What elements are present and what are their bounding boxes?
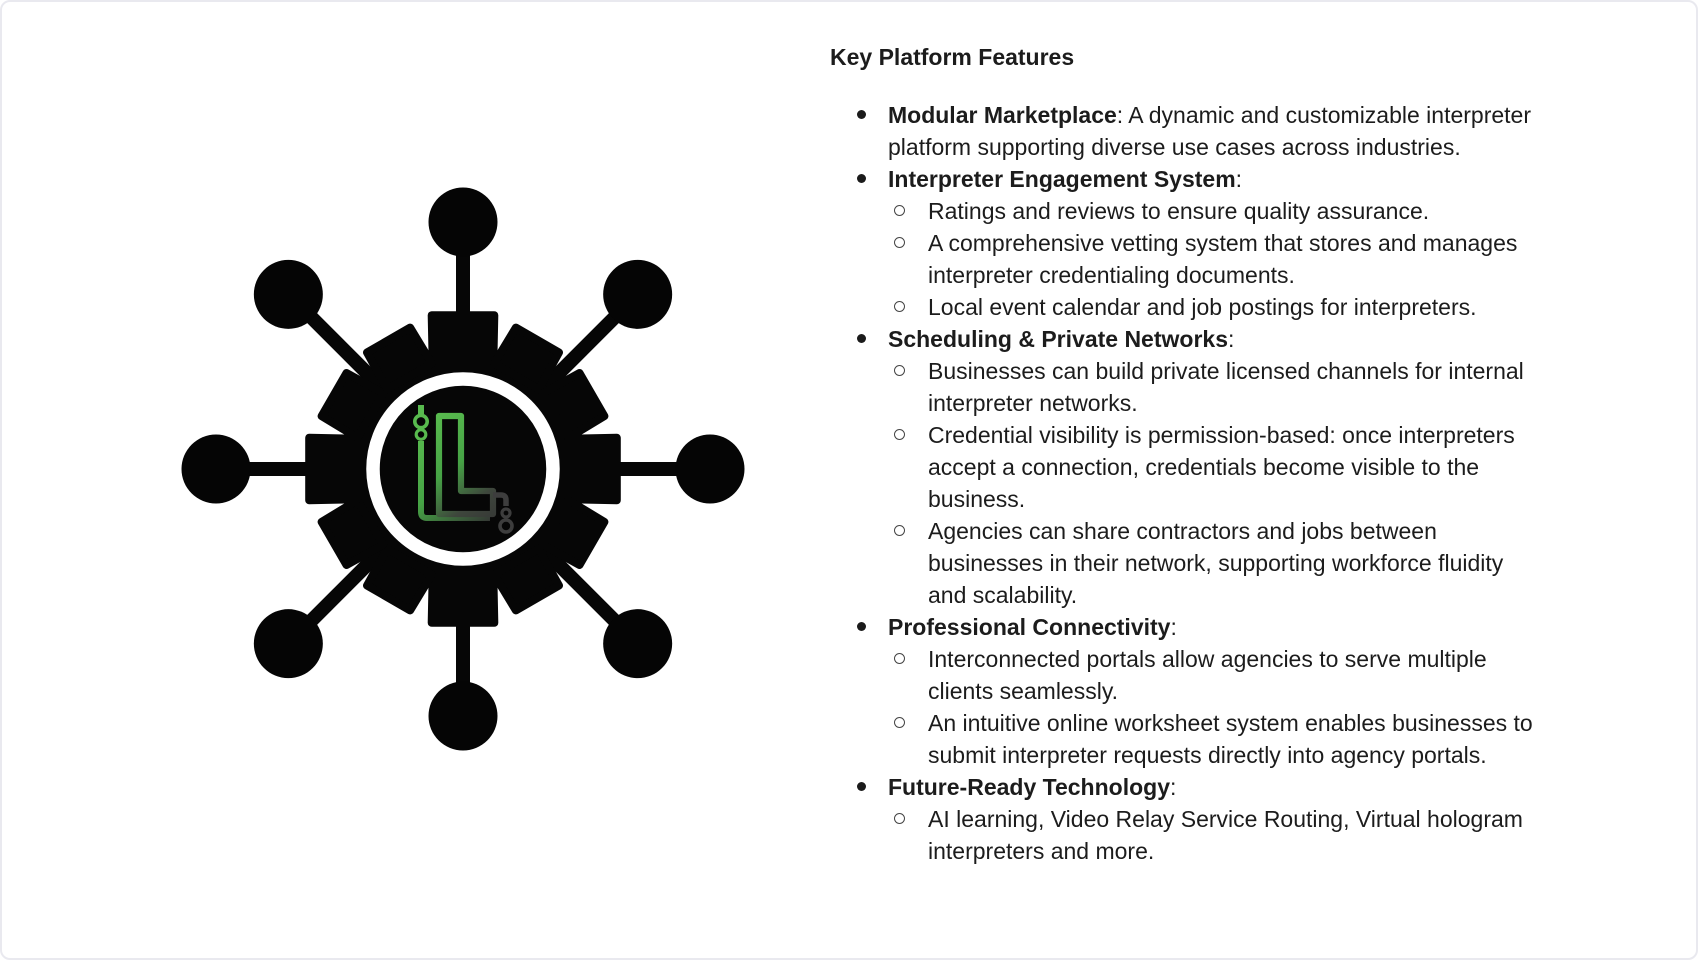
feature-sub-text: Businesses can build private licensed ch… — [928, 358, 1524, 416]
feature-item: Professional Connectivity: — [830, 611, 1548, 643]
feature-sub-item: An intuitive online worksheet system ena… — [830, 707, 1568, 771]
feature-sub-item: Businesses can build private licensed ch… — [830, 355, 1568, 419]
sub-bullet-circle-icon — [894, 525, 905, 536]
feature-sub-item: A comprehensive vetting system that stor… — [830, 227, 1568, 291]
sub-bullet-circle-icon — [894, 365, 905, 376]
feature-text: : — [1235, 166, 1243, 192]
sub-bullet-circle-icon — [894, 813, 905, 824]
sub-bullet-circle-icon — [894, 717, 905, 728]
gear-tooth — [427, 570, 499, 627]
feature-sub-text: Credential visibility is permission-base… — [928, 422, 1515, 512]
feature-item: Scheduling & Private Networks: — [830, 323, 1548, 355]
feature-sub-item: Credential visibility is permission-base… — [830, 419, 1568, 515]
network-node-icon — [253, 259, 323, 329]
feature-sub-item: Interconnected portals allow agencies to… — [830, 643, 1568, 707]
feature-text: : — [1170, 774, 1177, 800]
features-list: Modular Marketplace: A dynamic and custo… — [830, 99, 1533, 867]
feature-label: Modular Marketplace — [888, 102, 1117, 128]
gear-tooth — [538, 496, 609, 569]
gear-tooth — [538, 369, 609, 442]
network-node-icon — [428, 681, 498, 751]
network-node-icon — [603, 609, 673, 679]
feature-sub-text: Local event calendar and job postings fo… — [928, 294, 1477, 320]
gear-tooth — [305, 433, 362, 505]
page-title: Key Platform Features — [830, 44, 1075, 70]
feature-label: Professional Connectivity — [888, 614, 1171, 640]
feature-item: Modular Marketplace: A dynamic and custo… — [830, 99, 1548, 163]
feature-sub-item: Ratings and reviews to ensure quality as… — [830, 195, 1568, 227]
network-nodes — [181, 187, 745, 751]
feature-item: Future-Ready Technology: — [830, 771, 1548, 803]
network-node-icon — [428, 187, 498, 257]
feature-item: Interpreter Engagement System: — [830, 163, 1548, 195]
gear-tooth — [317, 496, 388, 569]
sub-bullet-circle-icon — [894, 429, 905, 440]
feature-sub-text: AI learning, Video Relay Service Routing… — [928, 806, 1523, 864]
network-node-icon — [253, 609, 323, 679]
network-node-icon — [181, 434, 251, 504]
gear-tooth — [427, 311, 499, 368]
gear-tooth — [490, 544, 563, 615]
gear-tooth — [317, 369, 388, 442]
feature-sub-text: An intuitive online worksheet system ena… — [928, 710, 1533, 768]
bullet-dot-icon — [857, 782, 866, 791]
feature-text: : — [1170, 614, 1177, 640]
gear-tooth — [363, 323, 436, 394]
bullet-dot-icon — [857, 110, 866, 119]
feature-sub-text: Ratings and reviews to ensure quality as… — [928, 198, 1430, 224]
text-pane: Key Platform Features Modular Marketplac… — [830, 41, 1533, 867]
feature-sub-item: AI learning, Video Relay Service Routing… — [830, 803, 1568, 867]
bullet-dot-icon — [857, 334, 866, 343]
feature-label: Interpreter Engagement System — [888, 166, 1236, 192]
gear-tooth — [490, 323, 563, 394]
feature-label: Future-Ready Technology — [888, 774, 1170, 800]
bullet-dot-icon — [857, 622, 866, 631]
circuit-monogram-l-icon — [413, 405, 514, 534]
gear-tooth — [363, 544, 436, 615]
feature-sub-item: Local event calendar and job postings fo… — [830, 291, 1568, 323]
sub-bullet-circle-icon — [894, 237, 905, 248]
feature-sub-text: A comprehensive vetting system that stor… — [928, 230, 1518, 288]
logo-pane — [2, 2, 782, 958]
gear-tooth — [564, 433, 621, 505]
network-gear-logo — [181, 187, 745, 751]
sub-bullet-circle-icon — [894, 301, 905, 312]
sub-bullet-circle-icon — [894, 653, 905, 664]
sub-bullet-circle-icon — [894, 205, 905, 216]
feature-sub-text: Interconnected portals allow agencies to… — [928, 646, 1487, 704]
center-ring — [366, 372, 560, 566]
feature-text: : A dynamic and customizable interpreter… — [888, 102, 1532, 160]
network-node-icon — [603, 259, 673, 329]
feature-text: : — [1227, 326, 1235, 352]
feature-sub-item: Agencies can share contractors and jobs … — [830, 515, 1568, 611]
network-node-icon — [675, 434, 745, 504]
feature-label: Scheduling & Private Networks — [888, 326, 1228, 352]
bullet-dot-icon — [857, 174, 866, 183]
feature-sub-text: Agencies can share contractors and jobs … — [928, 518, 1504, 608]
